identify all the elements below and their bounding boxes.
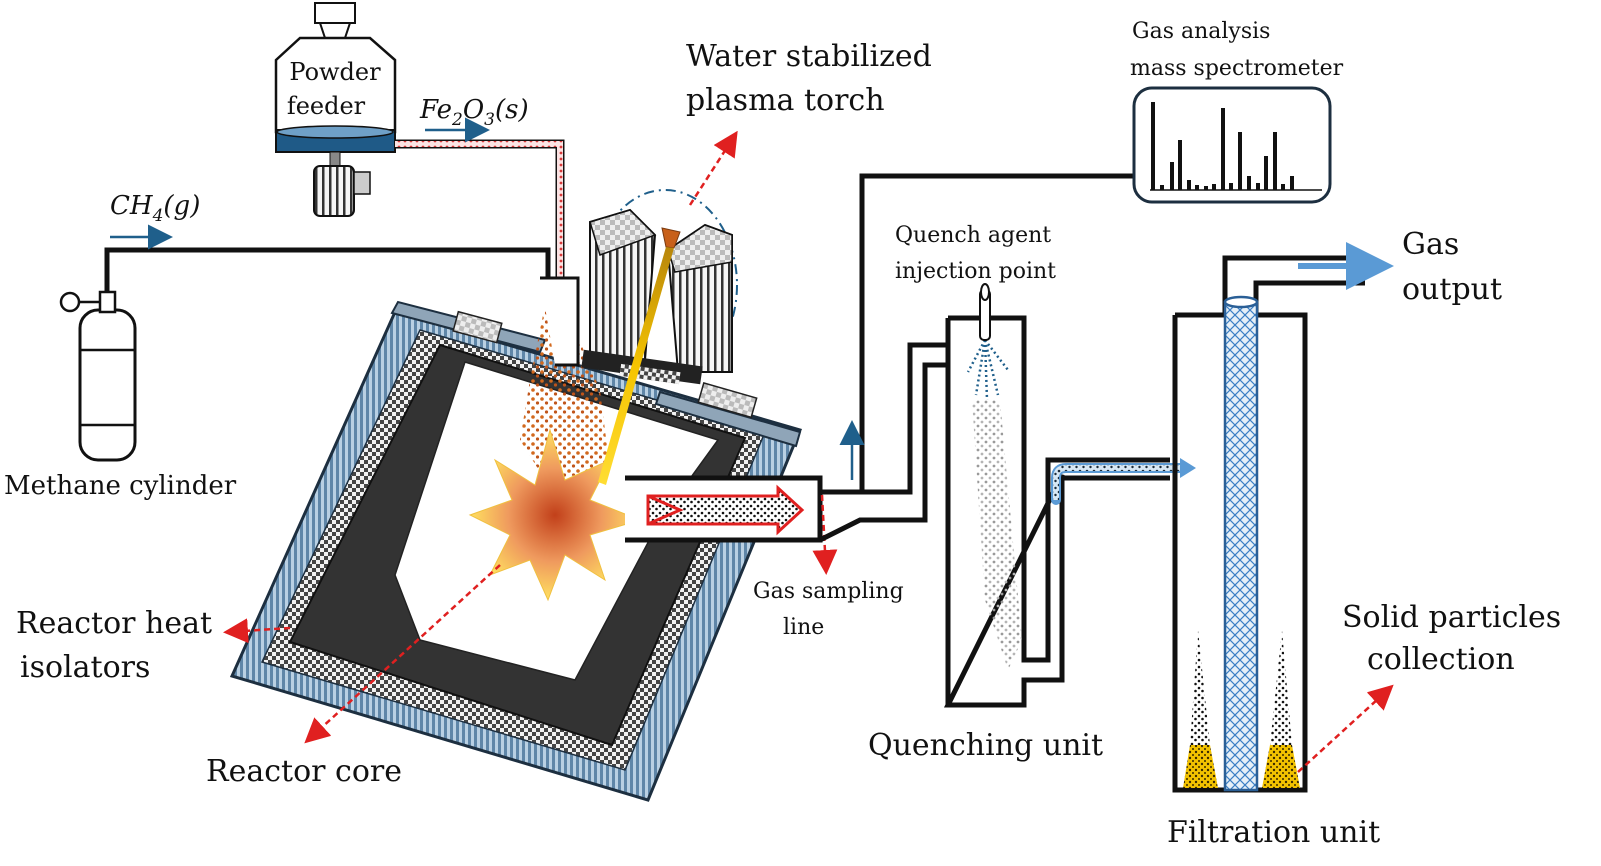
gas-output-label-1: Gas bbox=[1402, 227, 1459, 262]
solid-particles-label-1: Solid particles bbox=[1342, 600, 1561, 635]
plasma-torch-label-2: plasma torch bbox=[686, 83, 885, 118]
reactor-lid-right bbox=[654, 390, 802, 448]
outlet-red-marker bbox=[647, 494, 684, 526]
cylinder-body bbox=[78, 308, 137, 462]
transfer-pipe-lower bbox=[818, 362, 948, 543]
quench-to-filter-flow-dots bbox=[1053, 465, 1180, 500]
feeder-motor-box bbox=[353, 171, 371, 195]
reactor-core-label: Reactor core bbox=[206, 754, 402, 789]
gas-output-label-2: output bbox=[1402, 272, 1502, 307]
heat-isolators-label-1: Reactor heat bbox=[16, 606, 212, 641]
reactor-lid-block-left bbox=[452, 310, 503, 344]
gas-sampling-label-2: line bbox=[783, 615, 824, 640]
reactor-lid-block-right bbox=[697, 382, 758, 419]
particles-left-black bbox=[1190, 630, 1210, 745]
filter-vessel bbox=[1172, 312, 1308, 793]
feeder-shaft bbox=[329, 151, 341, 167]
reactor bbox=[229, 300, 823, 802]
heat-isolators-callout bbox=[223, 618, 291, 644]
particles-left-yellow bbox=[1183, 745, 1218, 788]
solid-particles-label-2: collection bbox=[1367, 642, 1515, 677]
filtration-unit: Gas output Filtration unit bbox=[1167, 227, 1502, 850]
fe2o3-label: Fe2O3(s) bbox=[419, 95, 529, 130]
particles-right-black bbox=[1270, 630, 1292, 745]
fe2o3-feed-pipe-inner bbox=[395, 141, 563, 300]
gas-analysis-label-2: mass spectrometer bbox=[1130, 56, 1344, 81]
gas-sampling-label-1: Gas sampling bbox=[753, 579, 904, 604]
quench-agent-label-2: injection point bbox=[895, 259, 1056, 284]
torch-highlight-ellipse bbox=[592, 189, 738, 381]
quenching-unit: Quench agent injection point Quenching u… bbox=[868, 223, 1103, 763]
outlet-flow-arrow bbox=[646, 484, 805, 536]
plasma-jet bbox=[598, 247, 674, 485]
torch-cap-right bbox=[667, 224, 733, 273]
torch-cap-left bbox=[589, 209, 657, 256]
quench-spray bbox=[966, 339, 1009, 401]
methane-cylinder: Methane cylinder bbox=[4, 290, 237, 501]
powder-plume bbox=[520, 305, 610, 480]
quench-agent-label-1: Quench agent bbox=[895, 223, 1051, 248]
quench-vessel bbox=[943, 315, 1065, 708]
reactor-core-callout bbox=[304, 564, 501, 744]
cylinder-valve bbox=[98, 290, 117, 314]
reactor-inlet-port bbox=[540, 276, 580, 367]
gas-sampling-callout bbox=[812, 494, 838, 575]
transfer-pipe-upper bbox=[820, 342, 948, 495]
methane-cylinder-label: Methane cylinder bbox=[4, 471, 237, 501]
spectrum-peaks bbox=[1151, 102, 1294, 190]
quench-mist bbox=[972, 400, 1022, 670]
powder-feeder-label-1: Powder bbox=[289, 58, 381, 86]
filter-candle-top bbox=[1223, 295, 1259, 309]
filtration-unit-label: Filtration unit bbox=[1167, 815, 1380, 850]
hopper-top bbox=[314, 2, 356, 24]
quenching-unit-label: Quenching unit bbox=[868, 728, 1103, 763]
powder-feeder-label-2: feeder bbox=[287, 92, 366, 120]
quench-to-filter-flow bbox=[1051, 463, 1185, 505]
heat-isolators-label-2: isolators bbox=[20, 650, 150, 685]
mass-spectrometer: Gas analysis mass spectrometer bbox=[1130, 19, 1344, 204]
fe2o3-feed-pipe bbox=[395, 139, 565, 300]
plasma-torch-callout bbox=[688, 130, 738, 206]
gas-analysis-label-1: Gas analysis bbox=[1132, 19, 1270, 44]
pressure-gauge bbox=[59, 291, 81, 313]
ch4-feed-pipe bbox=[104, 247, 551, 300]
powder-feeder: Powder feeder bbox=[274, 2, 397, 217]
quench-to-filter-pipe bbox=[1045, 457, 1170, 481]
spectrometer-box bbox=[1132, 86, 1332, 204]
solid-particles-callout bbox=[1297, 684, 1394, 773]
plasma-torch bbox=[581, 189, 738, 485]
feeder-motor bbox=[313, 165, 355, 217]
reaction-flash bbox=[468, 428, 642, 602]
ch4-label: CH4(g) bbox=[110, 191, 200, 226]
hopper-funnel bbox=[318, 22, 352, 39]
quench-nozzle-tip bbox=[980, 283, 990, 301]
particles-right-yellow bbox=[1262, 745, 1300, 788]
filter-candle bbox=[1223, 300, 1259, 792]
plasma-torch-label-1: Water stabilized bbox=[686, 39, 932, 74]
feeder-disk bbox=[276, 125, 394, 139]
quench-to-filter-arrowhead bbox=[1180, 458, 1196, 478]
